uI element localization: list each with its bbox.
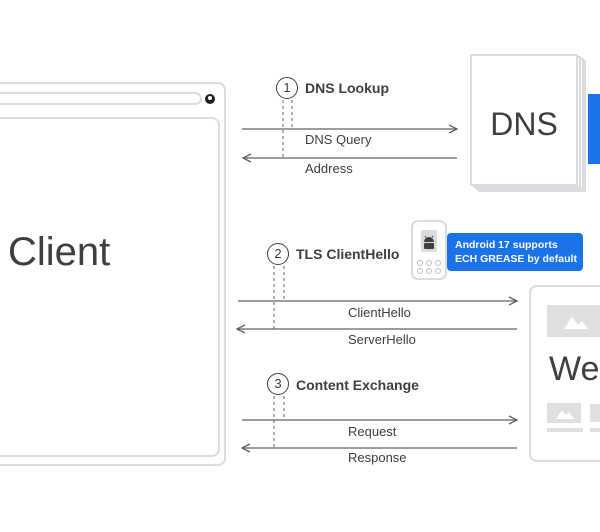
step-title: Content Exchange — [296, 377, 419, 393]
message-label: ClientHello — [348, 305, 411, 320]
website-hero-image — [547, 305, 600, 337]
website-label: Web — [549, 350, 600, 388]
message-label: Request — [348, 424, 397, 439]
website-text-line — [547, 428, 583, 432]
android-robot-icon — [414, 226, 444, 256]
client-label: Client — [8, 230, 111, 274]
client-address-bar — [0, 92, 202, 105]
step-title: DNS Lookup — [305, 80, 389, 96]
website-side-block — [590, 404, 600, 422]
image-placeholder-icon — [564, 317, 588, 329]
android-ech-banner: Android 17 supports ECH GREASE by defaul… — [447, 233, 583, 271]
image-placeholder-icon — [556, 410, 574, 419]
message-label: Address — [305, 161, 353, 176]
message-label: DNS Query — [305, 132, 372, 147]
account-circle-icon — [205, 94, 215, 104]
banner-line-2: ECH GREASE by default — [455, 253, 577, 265]
banner-line-1: Android 17 supports — [455, 239, 558, 251]
website-thumb-image — [547, 403, 581, 423]
step-title: TLS ClientHello — [296, 246, 400, 262]
step-number-badge: 2 — [267, 243, 289, 265]
client-content-area — [0, 117, 220, 457]
dns-label: DNS — [490, 106, 558, 142]
step-number-badge: 1 — [276, 77, 298, 99]
website-text-line — [590, 428, 600, 432]
dns-server-card — [470, 54, 578, 186]
app-grid-icon — [416, 259, 442, 275]
step-number-badge: 3 — [267, 373, 289, 395]
client-browser-window — [0, 82, 226, 466]
message-label: ServerHello — [348, 332, 416, 347]
dns-accent-tab — [588, 94, 600, 164]
message-label: Response — [348, 450, 407, 465]
